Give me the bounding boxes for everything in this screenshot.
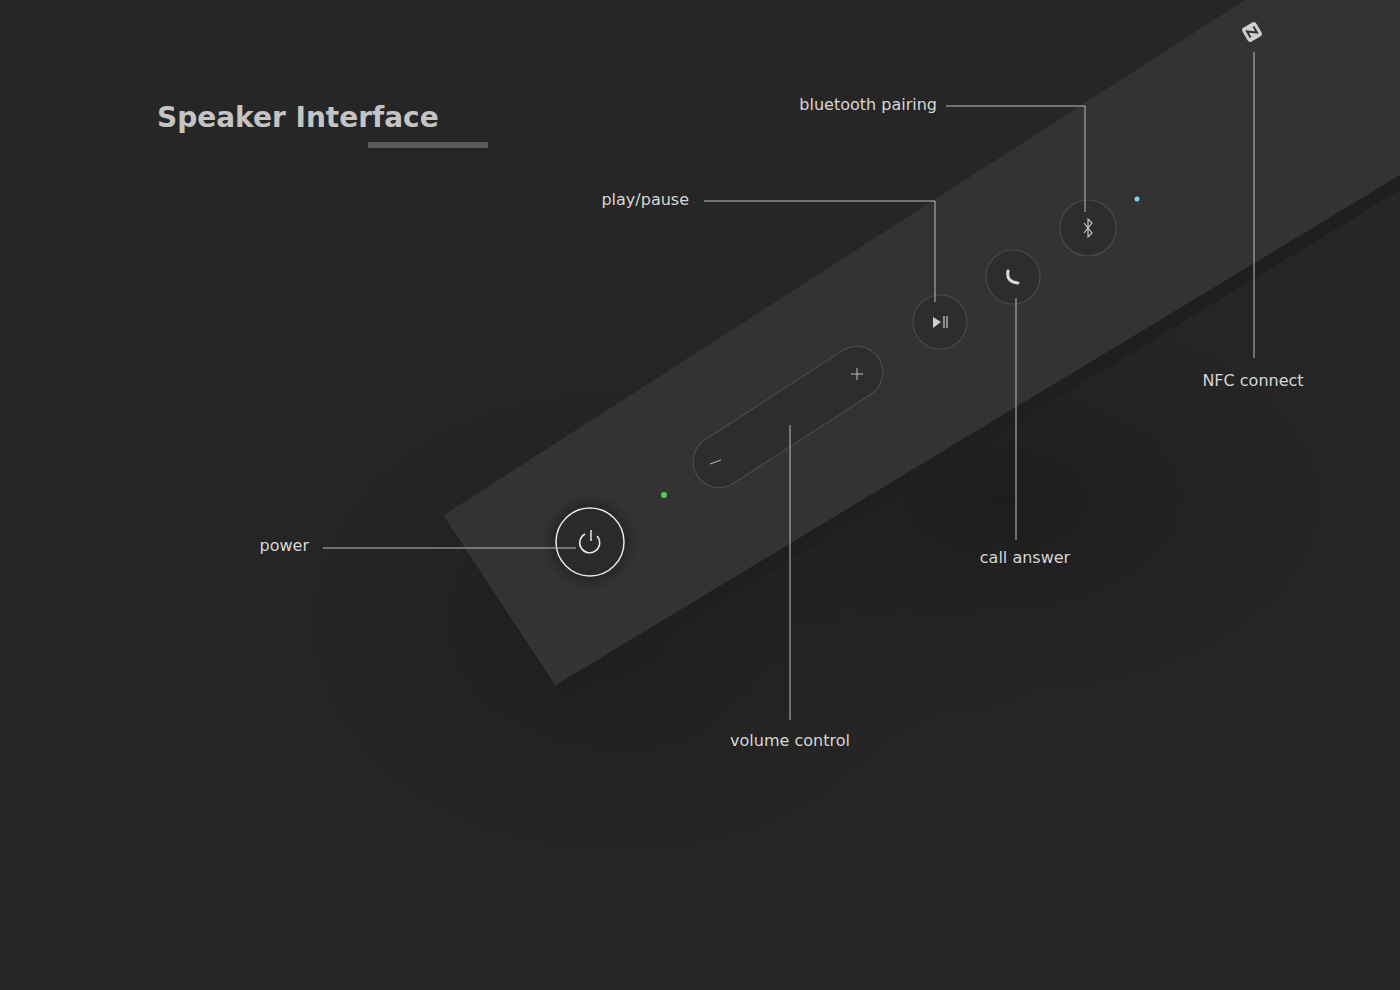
power-icon [580,534,600,553]
status-led [1135,197,1140,202]
callout-label: bluetooth pairing [799,95,937,115]
bluetooth-icon [1084,219,1092,237]
play-button [913,295,967,349]
play-icon [943,316,944,328]
volume-pill [683,336,892,497]
call-button [986,250,1040,304]
title-underline [368,142,488,148]
minus-icon [710,460,721,464]
power-halo [538,490,642,594]
callout-label: play/pause [601,190,689,210]
power-icon [590,530,592,541]
callout-label: call answer [980,548,1070,568]
bluetooth-button [1060,200,1116,256]
speaker-bar [444,0,1400,685]
title: Speaker Interface [157,101,439,135]
plus-icon [856,368,857,380]
power-button [556,508,624,576]
callout-label: volume control [730,731,850,751]
leader-lines [323,52,1254,720]
nfc-icon [1241,21,1263,43]
play-icon [946,316,947,328]
status-led [661,492,667,498]
play-icon [933,317,941,328]
phone-icon [1008,271,1018,283]
callout-label: power [260,536,309,556]
callout-label: NFC connect [1202,371,1303,391]
